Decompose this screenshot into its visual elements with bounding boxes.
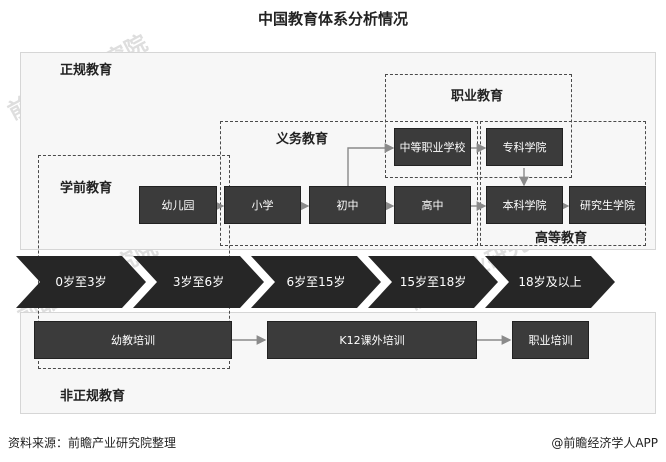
preschool-label: 学前教育 bbox=[60, 181, 113, 196]
age-chevron bbox=[133, 256, 264, 308]
higher-group bbox=[480, 121, 646, 246]
node-early-education-training: 幼教培训 bbox=[34, 321, 232, 359]
age-chevron bbox=[368, 256, 498, 308]
node-senior-high: 高中 bbox=[394, 186, 471, 224]
brand-credit: @前瞻经济学人APP bbox=[551, 436, 658, 450]
node-vocational-school: 中等职业学校 bbox=[394, 128, 471, 166]
higher-label: 高等教育 bbox=[535, 231, 588, 246]
age-chevron bbox=[485, 256, 615, 308]
formal-education-label: 正规教育 bbox=[60, 63, 113, 78]
informal-education-label: 非正规教育 bbox=[60, 389, 126, 404]
compulsory-group bbox=[220, 121, 478, 246]
node-kindergarten: 幼儿园 bbox=[139, 186, 217, 224]
node-undergraduate: 本科学院 bbox=[486, 186, 563, 224]
age-label-6-15: 6岁至15岁 bbox=[286, 275, 346, 289]
node-junior-college: 专科学院 bbox=[486, 128, 563, 166]
node-vocational-training: 职业培训 bbox=[512, 321, 589, 359]
vocational-label: 职业教育 bbox=[451, 89, 504, 104]
node-primary-school: 小学 bbox=[224, 186, 301, 224]
page-title: 中国教育体系分析情况 bbox=[257, 10, 408, 28]
source-note: 资料来源：前瞻产业研究院整理 bbox=[8, 436, 177, 450]
node-graduate-school: 研究生学院 bbox=[569, 186, 646, 224]
node-k12-tutoring: K12课外培训 bbox=[267, 321, 477, 359]
age-label-18-plus: 18岁及以上 bbox=[518, 275, 582, 289]
vocational-group bbox=[385, 74, 572, 178]
age-chevron bbox=[251, 256, 381, 308]
age-label-3-6: 3岁至6岁 bbox=[172, 275, 225, 289]
age-label-0-3: 0岁至3岁 bbox=[55, 275, 107, 289]
compulsory-label: 义务教育 bbox=[276, 132, 329, 147]
node-junior-high: 初中 bbox=[309, 186, 386, 224]
age-label-15-18: 15岁至18岁 bbox=[399, 275, 467, 289]
age-chevron bbox=[16, 256, 146, 308]
